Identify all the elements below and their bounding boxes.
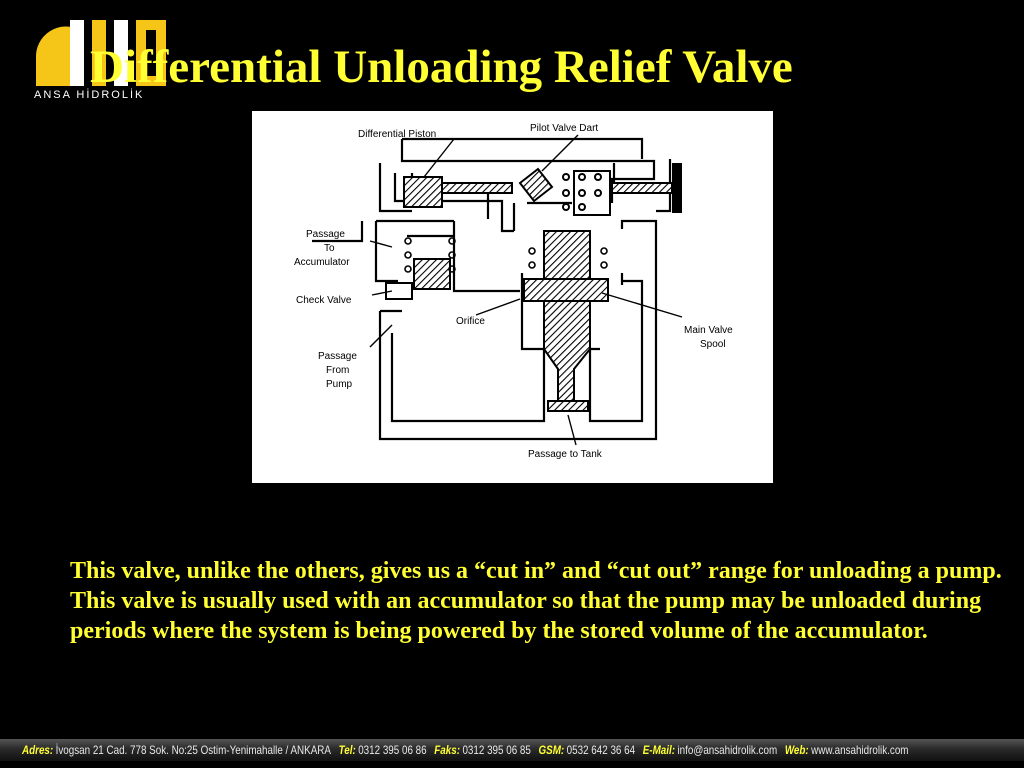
brand-name: ANSA HİDROLİK [34, 89, 145, 101]
footer-email-key: E-Mail: [642, 743, 676, 757]
label-pilot-valve-dart: Pilot Valve Dart [530, 123, 598, 134]
label-passage-from-pump-1: Passage [318, 351, 357, 362]
footer-web-key: Web: [784, 743, 809, 757]
label-passage-to-accumulator-2: To [324, 243, 335, 254]
footer-gsm: 0532 642 36 64 [566, 743, 636, 757]
slide-title: Differential Unloading Relief Valve [90, 41, 793, 93]
label-main-valve-1: Main Valve [684, 325, 733, 336]
valve-diagram: Differential Piston Pilot Valve Dart Pas… [252, 111, 773, 483]
label-orifice: Orifice [456, 316, 485, 327]
label-main-valve-2: Spool [700, 339, 726, 350]
label-passage-from-pump-2: From [326, 365, 349, 376]
label-passage-to-accumulator-3: Accumulator [294, 257, 350, 268]
footer-email[interactable]: info@ansahidrolik.com [677, 743, 778, 757]
footer-gsm-key: GSM: [538, 743, 565, 757]
label-passage-from-pump-3: Pump [326, 379, 353, 390]
label-check-valve: Check Valve [296, 295, 352, 306]
footer-address-key: Adres: [22, 743, 54, 757]
footer-address: İvogsan 21 Cad. 778 Sok. No:25 Ostim-Yen… [55, 743, 331, 757]
label-passage-to-accumulator-1: Passage [306, 229, 345, 240]
footer-tel: 0312 395 06 86 [358, 743, 427, 757]
footer-tel-key: Tel: [338, 743, 356, 757]
ansa-hidrolik-logo [35, 20, 166, 86]
footer-fax-key: Faks: [434, 743, 460, 757]
slide-body-text: This valve, unlike the others, gives us … [70, 558, 1002, 644]
footer-fax: 0312 395 06 85 [462, 743, 531, 757]
label-differential-piston: Differential Piston [358, 129, 436, 140]
footer-contact-bar: Adres:İvogsan 21 Cad. 778 Sok. No:25 Ost… [0, 739, 1024, 761]
label-passage-to-tank: Passage to Tank [528, 449, 603, 460]
footer-web[interactable]: www.ansahidrolik.com [811, 743, 909, 757]
